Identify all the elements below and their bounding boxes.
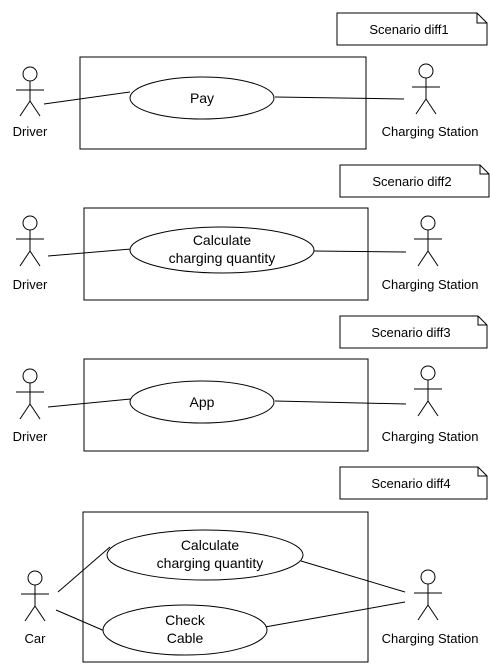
association-line bbox=[274, 96, 405, 100]
use-case-label: App bbox=[190, 394, 215, 410]
actor-right-label: Charging Station bbox=[382, 124, 479, 139]
use-case-ellipse: Pay bbox=[129, 76, 275, 120]
use-case-label-line-2: Cable bbox=[167, 630, 204, 646]
actor-stick-figure-icon bbox=[414, 569, 442, 621]
system-boundary bbox=[83, 358, 369, 452]
actor-left-label: Driver bbox=[13, 277, 48, 292]
actor-left-label: Car bbox=[25, 631, 47, 646]
use-case-ellipse: Calculate charging quantity bbox=[129, 226, 315, 274]
association-line bbox=[274, 400, 407, 405]
actor-left-label: Driver bbox=[13, 124, 48, 139]
actor-left bbox=[16, 368, 44, 420]
scenario-4: Scenario diff4 Car Charging Station bbox=[21, 466, 488, 663]
use-case-label-line-1: Calculate bbox=[181, 537, 240, 553]
association-line bbox=[55, 609, 108, 633]
association-line bbox=[312, 250, 407, 253]
use-case-label-line-2: charging quantity bbox=[157, 555, 264, 571]
actor-left bbox=[16, 215, 44, 267]
actor-right bbox=[414, 215, 442, 267]
actor-right-label: Charging Station bbox=[382, 429, 479, 444]
use-case-label-line-2: charging quantity bbox=[169, 250, 276, 266]
association-line bbox=[47, 398, 132, 408]
scenario-note-label: Scenario diff3 bbox=[371, 325, 450, 340]
actor-stick-figure-icon bbox=[16, 66, 44, 117]
scenario-note: Scenario diff1 bbox=[336, 12, 488, 46]
use-case-label-line-1: Check bbox=[165, 612, 206, 628]
scenario-note-label: Scenario diff4 bbox=[371, 476, 450, 491]
actor-stick-figure-icon bbox=[414, 365, 442, 417]
actor-stick-figure-icon bbox=[16, 215, 44, 267]
system-boundary bbox=[82, 511, 369, 663]
actor-left bbox=[21, 570, 49, 622]
actor-right bbox=[414, 365, 442, 417]
scenario-3: Scenario diff3 Driver Charging Station bbox=[13, 315, 488, 452]
scenario-2: Scenario diff2 Driver Charging Station bbox=[13, 164, 490, 301]
actor-right-label: Charging Station bbox=[382, 277, 479, 292]
scenario-note: Scenario diff4 bbox=[339, 466, 488, 500]
association-line bbox=[264, 601, 406, 628]
actor-right bbox=[414, 569, 442, 621]
scenario-note-label: Scenario diff2 bbox=[372, 174, 451, 189]
association-line bbox=[300, 560, 406, 593]
scenario-1: Scenario diff1 Driver Charging Station bbox=[13, 12, 488, 150]
use-case-label-line-1: Calculate bbox=[193, 232, 252, 248]
scenario-note: Scenario diff3 bbox=[339, 315, 488, 349]
scenario-note-label: Scenario diff1 bbox=[369, 22, 448, 37]
association-line bbox=[57, 546, 111, 593]
actor-right-label: Charging Station bbox=[382, 631, 479, 646]
use-case-label: Pay bbox=[190, 90, 214, 106]
actor-left bbox=[16, 66, 44, 117]
scenario-note: Scenario diff2 bbox=[339, 164, 490, 198]
use-case-ellipse: Check Cable bbox=[102, 604, 268, 656]
association-line bbox=[43, 91, 131, 105]
system-boundary bbox=[79, 56, 367, 150]
actor-stick-figure-icon bbox=[16, 368, 44, 420]
actor-stick-figure-icon bbox=[414, 215, 442, 267]
actor-stick-figure-icon bbox=[412, 63, 440, 115]
actor-left-label: Driver bbox=[13, 429, 48, 444]
actor-right bbox=[412, 63, 440, 115]
use-case-ellipse: App bbox=[129, 380, 275, 424]
use-case-ellipse: Calculate charging quantity bbox=[106, 529, 304, 581]
system-boundary bbox=[83, 207, 369, 301]
actor-stick-figure-icon bbox=[21, 570, 49, 622]
association-line bbox=[47, 248, 132, 257]
